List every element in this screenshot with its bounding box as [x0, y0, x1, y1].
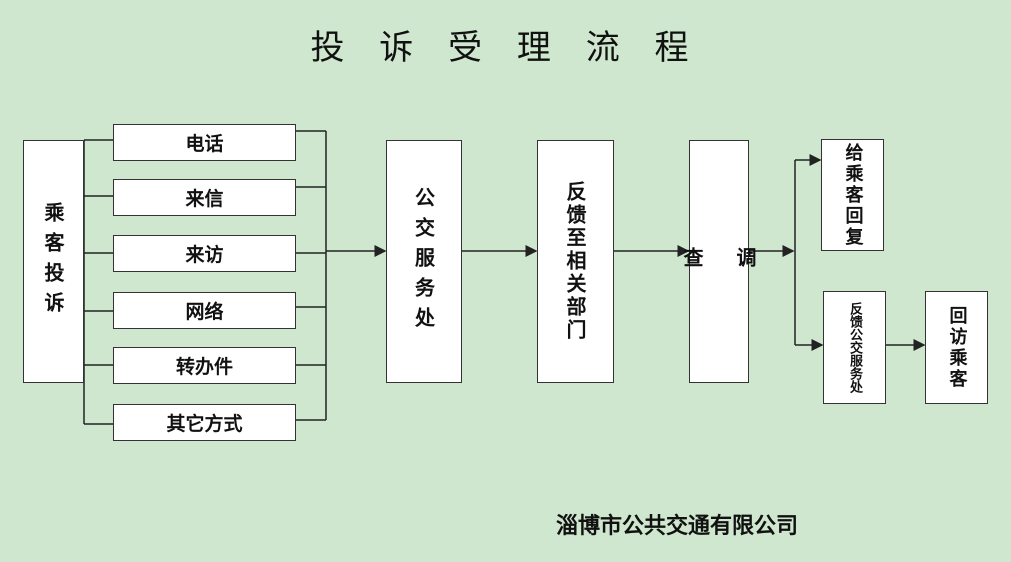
- passenger-complaint-label: 乘客投诉: [41, 201, 65, 322]
- feedback-dept-label: 反馈至相关部门: [563, 181, 587, 342]
- diagram-title: 投 诉 受 理 流 程: [310, 28, 701, 68]
- passenger-complaint-box: 乘客投诉: [23, 140, 84, 383]
- channel-phone-box: 电话: [113, 124, 296, 161]
- channel-letter-box: 来信: [113, 179, 296, 216]
- revisit-passenger-label: 回访乘客: [946, 305, 968, 390]
- channel-label: 来访: [185, 244, 224, 266]
- investigate-box: 调 查: [680, 140, 757, 383]
- service-office-label: 公交服务处: [411, 186, 436, 337]
- channel-other-box: 其它方式: [113, 404, 296, 441]
- feedback-dept-box: 反馈至相关部门: [537, 140, 614, 383]
- service-office-box: 公交服务处: [386, 140, 462, 383]
- channel-label: 电话: [185, 133, 224, 155]
- revisit-passenger-box: 回访乘客: [925, 291, 988, 404]
- channel-label: 其它方式: [166, 413, 243, 435]
- channel-transfer-box: 转办件: [113, 347, 296, 384]
- feedback-service-label: 反馈公交服务处: [847, 302, 862, 393]
- investigate-label: 调 查: [680, 246, 757, 277]
- channel-internet-box: 网络: [113, 292, 296, 329]
- reply-passenger-box: 给乘客回复: [821, 139, 884, 251]
- company-name: 淄博市公共交通有限公司: [556, 513, 799, 539]
- channel-label: 转办件: [175, 356, 233, 378]
- channel-label: 网络: [185, 301, 224, 323]
- channel-visit-box: 来访: [113, 235, 296, 272]
- channel-label: 来信: [185, 188, 224, 210]
- reply-passenger-label: 给乘客回复: [842, 142, 864, 248]
- feedback-service-box: 反馈公交服务处: [823, 291, 886, 404]
